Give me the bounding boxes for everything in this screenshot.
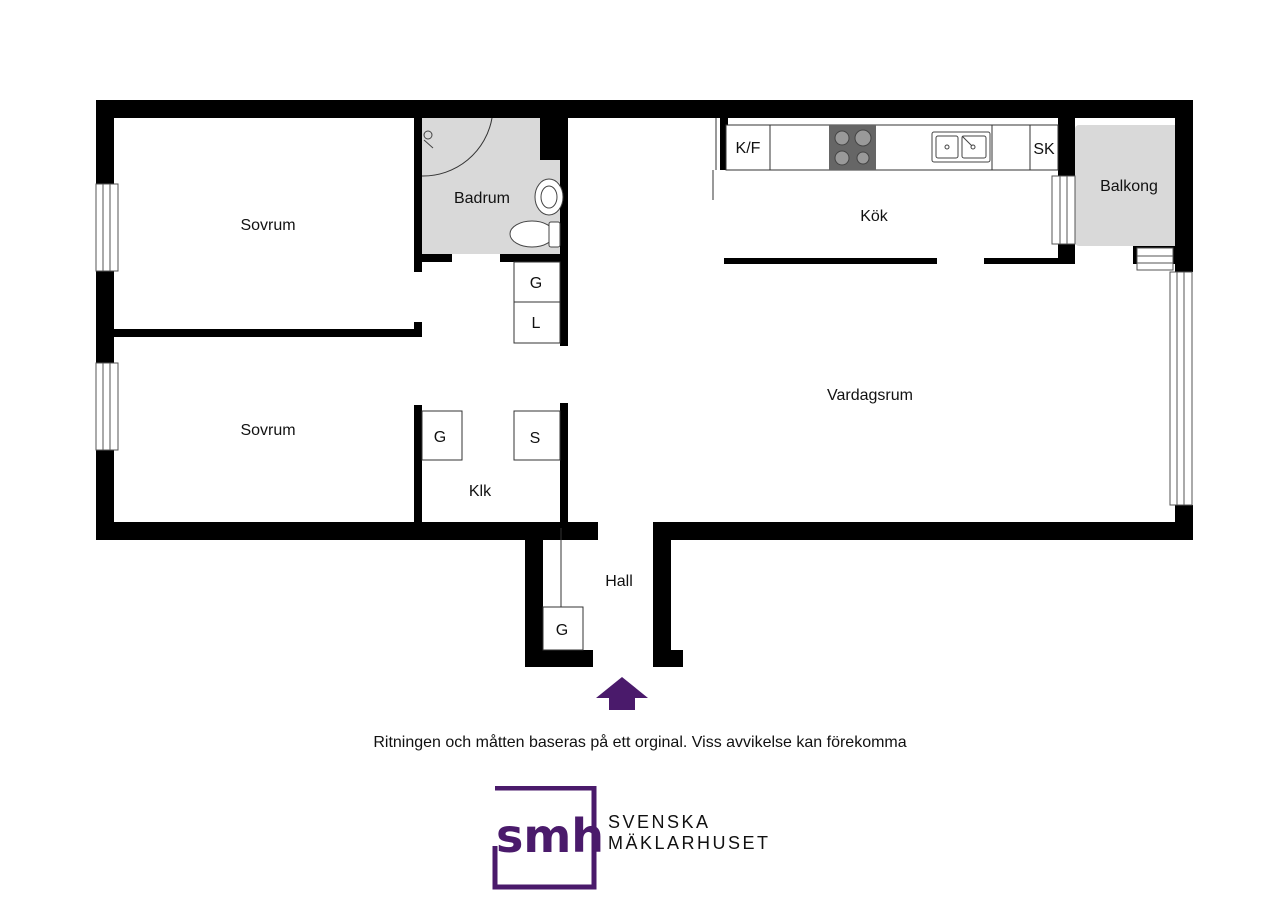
room-label-balkong: Balkong [1100, 178, 1158, 195]
logo-smh-letters: smh [496, 809, 602, 863]
unit-label-g-upper: G [530, 275, 542, 292]
unit-label-s-klk: S [530, 430, 541, 447]
unit-label-sk: SK [1033, 141, 1055, 158]
shower-icon [423, 130, 434, 149]
unit-label-kf: K/F [736, 140, 761, 157]
door-lines [421, 117, 717, 607]
unit-label-g-hall: G [556, 622, 568, 639]
sink-icon [931, 131, 991, 163]
room-label-badrum: Badrum [454, 190, 510, 207]
stove-icon [829, 125, 876, 170]
svenska-maklarhuset-logo: smh SVENSKA MÄKLARHUSET [492, 786, 792, 890]
toilet-icon [509, 220, 561, 248]
windows [95, 175, 1193, 506]
room-label-sovrum-1: Sovrum [240, 217, 295, 234]
unit-label-g-klk: G [434, 429, 446, 446]
room-label-vardagsrum: Vardagsrum [827, 387, 913, 404]
storage-boxes [421, 261, 584, 651]
sink-bath-icon [534, 178, 564, 216]
smh-logo-mark: smh [492, 786, 602, 890]
room-label-kok: Kök [860, 208, 889, 225]
kitchen-counter [725, 124, 1059, 171]
walls [96, 100, 1193, 667]
room-label-hall: Hall [605, 573, 633, 590]
balkong-floor [1075, 125, 1191, 246]
brand-line-2: MÄKLARHUSET [608, 833, 771, 853]
room-label-klk: Klk [469, 483, 492, 500]
unit-label-l-upper: L [532, 315, 541, 332]
room-label-sovrum-2: Sovrum [240, 422, 295, 439]
brand-line-1: SVENSKA [608, 812, 711, 832]
entrance-arrow-icon [596, 677, 648, 710]
disclaimer-text: Ritningen och måtten baseras på ett orgi… [373, 734, 907, 751]
